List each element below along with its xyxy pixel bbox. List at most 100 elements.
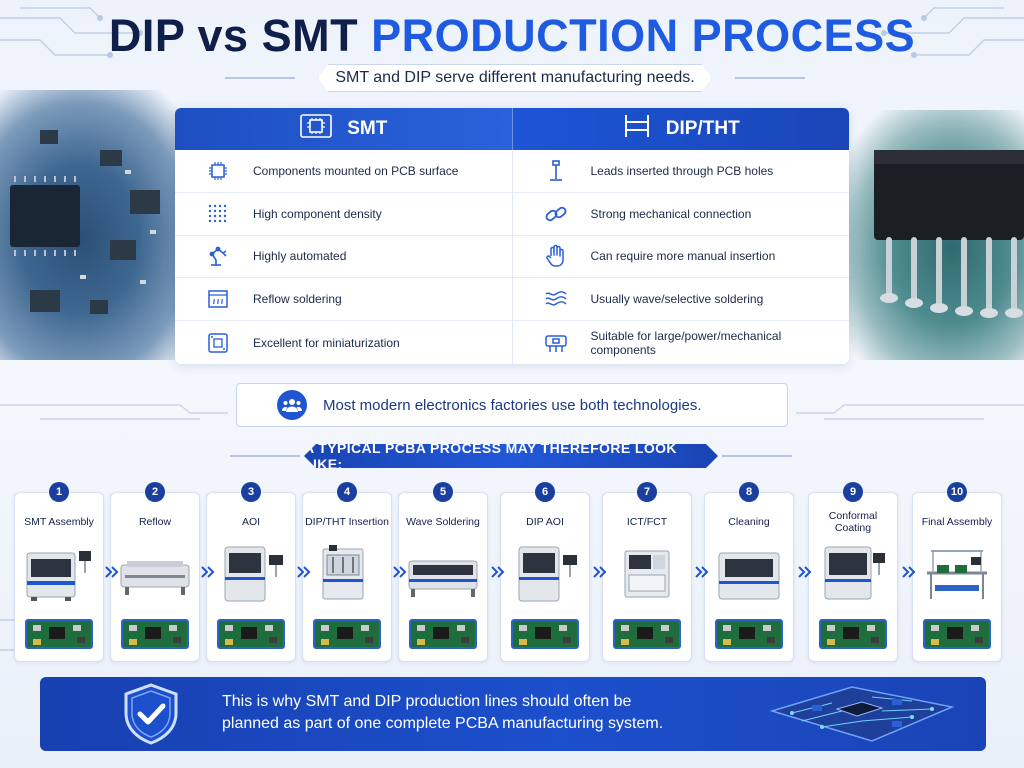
step-label: Conformal Coating bbox=[828, 510, 878, 534]
footer-banner: This is why SMT and DIP production lines… bbox=[40, 677, 986, 751]
title-part1: DIP vs SMT bbox=[108, 10, 359, 61]
pcb-board-icon bbox=[409, 619, 477, 649]
dip-row: Can require more manual insertion bbox=[512, 236, 849, 279]
dip-column-header: DIP/THT bbox=[511, 108, 849, 150]
chevron-right-icon bbox=[393, 566, 407, 578]
circuit-board-graphic bbox=[769, 686, 955, 742]
process-step: 3 AOI bbox=[206, 482, 296, 662]
step-number: 10 bbox=[947, 482, 967, 502]
process-step: 1 SMT Assembly bbox=[14, 482, 104, 662]
smt-row-text: Reflow soldering bbox=[253, 292, 342, 307]
dot-grid-icon bbox=[205, 202, 231, 226]
process-step: 6 DIP AOI bbox=[500, 482, 590, 662]
robot-arm-icon bbox=[205, 244, 231, 268]
process-step: 9 Conformal Coating bbox=[808, 482, 898, 662]
comparison-table: SMT DIP/THT Components mounted on PCB su… bbox=[175, 108, 849, 364]
pcb-board-icon bbox=[613, 619, 681, 649]
smt-chip-icon bbox=[299, 113, 333, 145]
pcb-board-icon bbox=[511, 619, 579, 649]
chevron-right-icon bbox=[297, 566, 311, 578]
step-label: Reflow bbox=[138, 516, 172, 528]
circuit-decoration-mid-right bbox=[794, 395, 1024, 425]
step-number: 9 bbox=[843, 482, 863, 502]
smt-row-text: Excellent for miniaturization bbox=[253, 335, 400, 350]
dip-row-text: Suitable for large/power/mechanical comp… bbox=[590, 328, 782, 357]
step-number: 2 bbox=[145, 482, 165, 502]
pcb-board-icon bbox=[25, 619, 93, 649]
smt-column: Components mounted on PCB surface High c… bbox=[175, 150, 512, 364]
step-number: 8 bbox=[739, 482, 759, 502]
people-icon bbox=[277, 390, 307, 420]
hand-icon bbox=[543, 244, 569, 268]
reflow-oven-icon bbox=[205, 287, 231, 311]
page-title: DIP vs SMT PRODUCTION PROCESS bbox=[0, 10, 1024, 62]
conformal-coating-machine-icon bbox=[824, 546, 885, 600]
smt-row: Components mounted on PCB surface bbox=[175, 150, 512, 193]
dip-row: Leads inserted through PCB holes bbox=[512, 150, 849, 193]
step-number: 1 bbox=[49, 482, 69, 502]
dip-row: Usually wave/selective soldering bbox=[512, 278, 849, 322]
chevron-right-icon bbox=[593, 566, 607, 578]
step-label: AOI bbox=[241, 516, 261, 528]
footer-line2: planned as part of one complete PCBA man… bbox=[222, 715, 664, 732]
smt-row-text: High component density bbox=[253, 206, 382, 221]
dip-row-text: Strong mechanical connection bbox=[590, 206, 752, 221]
smt-row: Excellent for miniaturization bbox=[175, 321, 512, 364]
chevron-right-icon bbox=[105, 566, 119, 578]
pin-lead-icon bbox=[543, 159, 569, 183]
note-text: Most modern electronics factories use bo… bbox=[323, 396, 702, 414]
smt-row: Highly automated bbox=[175, 236, 512, 279]
insertion-machine-icon bbox=[322, 545, 364, 600]
dip-row: Strong mechanical connection bbox=[512, 193, 849, 236]
dip-component-icon bbox=[622, 113, 652, 145]
pcb-board-icon bbox=[121, 619, 189, 649]
step-label: DIP/THT Insertion bbox=[305, 516, 389, 528]
banner-line-right bbox=[722, 455, 792, 457]
link-icon bbox=[543, 202, 569, 226]
process-step: 8 Cleaning bbox=[704, 482, 794, 662]
process-banner: A TYPICAL PCBA PROCESS MAY THEREFORE LOO… bbox=[304, 444, 718, 468]
reflow-oven-machine-icon bbox=[120, 561, 190, 595]
shield-check-icon bbox=[124, 683, 178, 745]
ict-fct-tester-icon bbox=[624, 550, 670, 598]
chevron-right-icon bbox=[491, 566, 505, 578]
factories-note: Most modern electronics factories use bo… bbox=[236, 383, 788, 427]
step-label: Wave Soldering bbox=[406, 516, 480, 528]
smt-heading: SMT bbox=[347, 118, 388, 139]
step-label: ICT/FCT bbox=[626, 516, 668, 528]
pcb-board-icon bbox=[715, 619, 783, 649]
dip-row-text: Usually wave/selective soldering bbox=[590, 292, 764, 307]
dip-component-photo bbox=[844, 110, 1024, 360]
assembly-workbench-icon bbox=[927, 550, 987, 599]
smt-row-text: Highly automated bbox=[253, 249, 347, 264]
chevron-right-icon bbox=[201, 566, 215, 578]
dip-heading: DIP/THT bbox=[665, 118, 740, 139]
mini-chip-icon bbox=[205, 331, 231, 355]
subtitle-wrap: SMT and DIP serve different manufacturin… bbox=[225, 64, 805, 92]
chip-icon bbox=[205, 159, 231, 183]
title-part2: PRODUCTION PROCESS bbox=[371, 10, 916, 61]
step-number: 3 bbox=[241, 482, 261, 502]
pcb-board-icon bbox=[217, 619, 285, 649]
chevron-right-icon bbox=[695, 566, 709, 578]
smt-assembly-machine-icon bbox=[26, 551, 91, 601]
step-number: 7 bbox=[637, 482, 657, 502]
circuit-decoration-mid-left bbox=[0, 395, 230, 425]
step-label: SMT Assembly bbox=[24, 516, 94, 528]
banner-line-left bbox=[230, 455, 300, 457]
dip-column: Leads inserted through PCB holes Strong … bbox=[511, 150, 849, 364]
dip-aoi-machine-icon bbox=[518, 546, 577, 602]
subtitle: SMT and DIP serve different manufacturin… bbox=[318, 64, 711, 92]
step-number: 6 bbox=[535, 482, 555, 502]
step-number: 4 bbox=[337, 482, 357, 502]
wave-soldering-machine-icon bbox=[408, 560, 478, 597]
footer-text: This is why SMT and DIP production lines… bbox=[222, 691, 742, 735]
process-step: 7 ICT/FCT bbox=[602, 482, 692, 662]
pcb-board-icon bbox=[819, 619, 887, 649]
dip-row-text: Can require more manual insertion bbox=[590, 249, 776, 264]
dip-row-text: Leads inserted through PCB holes bbox=[590, 163, 774, 178]
pcb-board-icon bbox=[313, 619, 381, 649]
step-label: DIP AOI bbox=[526, 516, 564, 528]
circuit-decoration-top-right bbox=[864, 0, 1024, 80]
process-step: 2 Reflow bbox=[110, 482, 200, 662]
